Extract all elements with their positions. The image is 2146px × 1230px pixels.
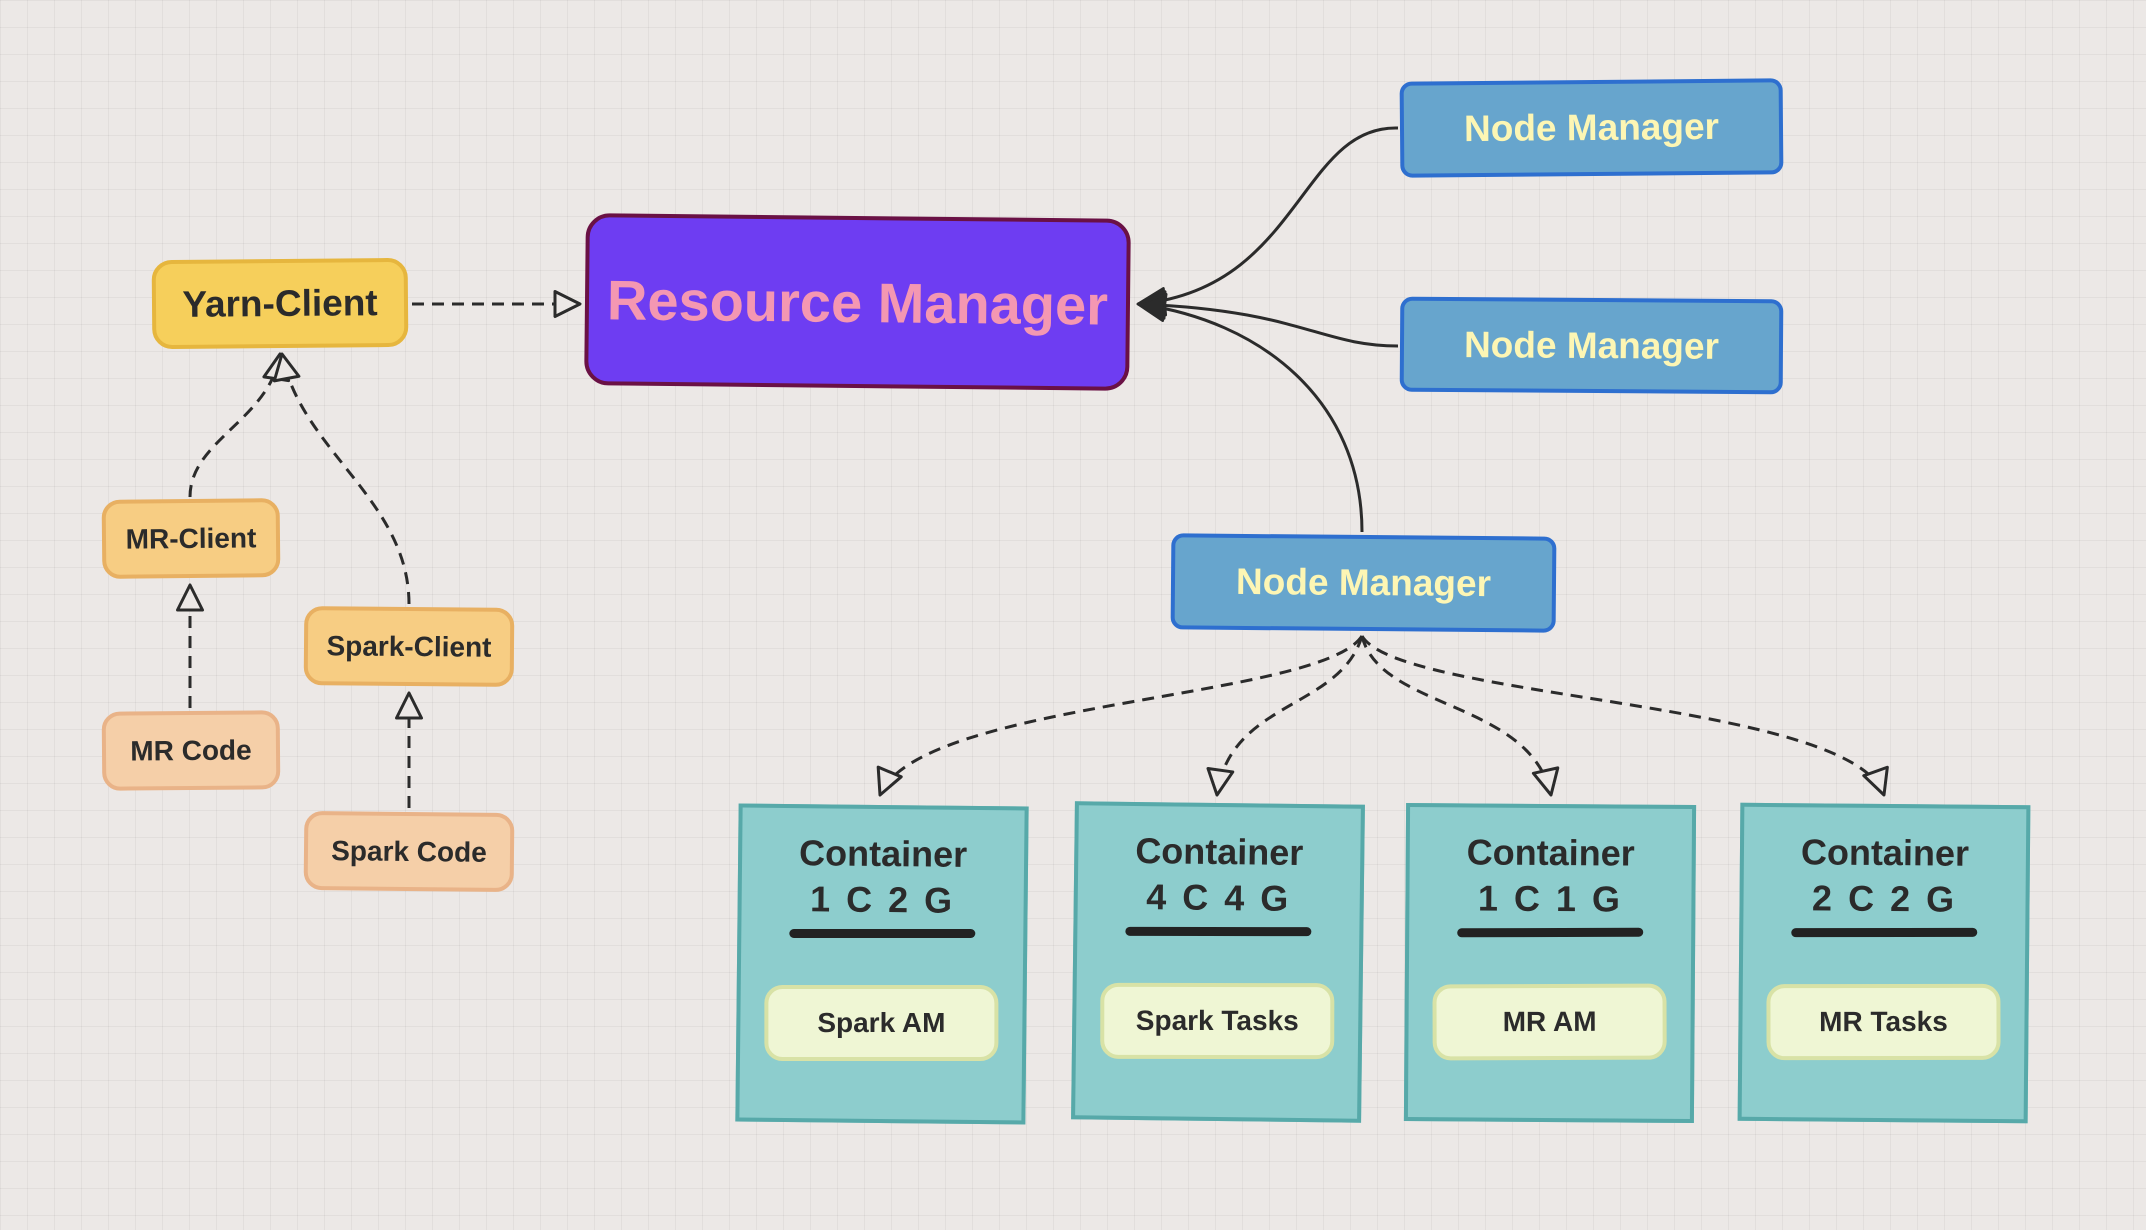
container-2[interactable]: Container 4 C 4 G Spark Tasks <box>1071 801 1365 1123</box>
container-role-chip[interactable]: Spark Tasks <box>1100 982 1335 1060</box>
container-divider <box>1125 926 1312 937</box>
connector-node-manager-3-to-resource-manager <box>1136 292 1364 533</box>
connector-node-manager-to-container-4 <box>1360 635 1889 797</box>
container-1[interactable]: Container 1 C 2 G Spark AM <box>735 803 1029 1125</box>
spark-client-node[interactable]: Spark-Client <box>303 606 515 687</box>
spark-client-label: Spark-Client <box>326 629 492 663</box>
spark-code-node[interactable]: Spark Code <box>303 810 515 893</box>
connector-node-manager-to-container-3 <box>1360 635 1560 797</box>
mr-client-label: MR-Client <box>125 521 257 555</box>
container-title: Container <box>1135 829 1304 874</box>
container-divider <box>1457 927 1644 938</box>
container-spec: 4 C 4 G <box>1146 876 1292 919</box>
container-divider <box>789 929 976 939</box>
container-spec: 1 C 1 G <box>1477 877 1624 920</box>
mr-code-node[interactable]: MR Code <box>101 710 281 791</box>
container-spec: 2 C 2 G <box>1811 877 1958 920</box>
container-4[interactable]: Container 2 C 2 G MR Tasks <box>1737 802 2031 1124</box>
container-title: Container <box>1800 831 1970 874</box>
resource-manager-node[interactable]: Resource Manager <box>584 213 1131 391</box>
container-title: Container <box>798 832 968 875</box>
node-manager-1[interactable]: Node Manager <box>1399 78 1784 178</box>
container-role-chip[interactable]: MR AM <box>1432 983 1667 1061</box>
connector-node-manager-to-container-1 <box>876 635 1364 797</box>
spark-code-label: Spark Code <box>331 834 487 868</box>
yarn-client-node[interactable]: Yarn-Client <box>151 257 409 350</box>
node-manager-3[interactable]: Node Manager <box>1170 533 1557 633</box>
node-manager-2[interactable]: Node Manager <box>1399 296 1784 395</box>
container-role-label: MR AM <box>1502 1005 1597 1038</box>
connector-node-manager-2-to-resource-manager <box>1136 290 1399 348</box>
container-role-chip[interactable]: Spark AM <box>764 984 999 1061</box>
mr-client-node[interactable]: MR-Client <box>101 498 281 579</box>
connector-node-manager-1-to-resource-manager <box>1136 126 1399 317</box>
connector-node-manager-to-container-2 <box>1206 635 1364 797</box>
container-role-label: Spark Tasks <box>1135 1004 1299 1037</box>
connector-spark-client-to-yarn-client <box>272 352 411 605</box>
yarn-client-label: Yarn-Client <box>182 281 378 325</box>
container-spec: 1 C 2 G <box>809 878 956 921</box>
container-role-label: Spark AM <box>817 1006 946 1038</box>
container-divider <box>1791 927 1978 938</box>
container-role-chip[interactable]: MR Tasks <box>1766 983 2001 1061</box>
resource-manager-label: Resource Manager <box>606 267 1109 337</box>
node-manager-label: Node Manager <box>1463 323 1720 367</box>
connector-mr-client-to-yarn-client <box>188 352 291 498</box>
container-3[interactable]: Container 1 C 1 G MR AM <box>1403 802 1697 1124</box>
container-role-label: MR Tasks <box>1819 1005 1948 1038</box>
mr-code-label: MR Code <box>130 733 252 767</box>
node-manager-label: Node Manager <box>1235 560 1492 605</box>
node-manager-label: Node Manager <box>1463 105 1720 150</box>
container-title: Container <box>1466 831 1635 874</box>
